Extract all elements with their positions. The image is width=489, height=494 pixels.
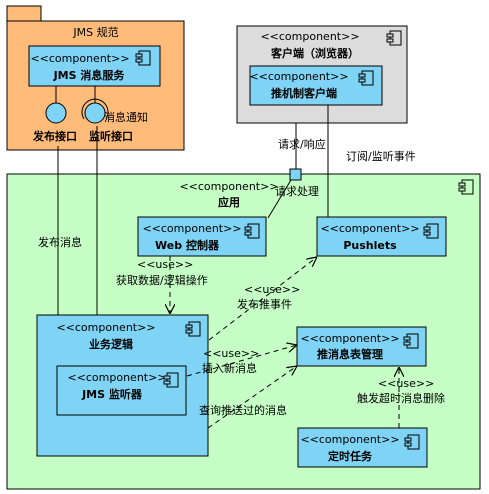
query-pushed-dependency: [207, 366, 297, 429]
publish-interface-label: 发布接口: [32, 129, 77, 143]
component-icon: [185, 321, 201, 337]
timer-task-component[interactable]: <<component>> 定时任务: [297, 427, 428, 468]
use-label: <<use>>: [378, 377, 434, 390]
listen-interface-socket: [81, 98, 109, 120]
query-pushed-label: 查询推送过的消息: [199, 403, 287, 417]
request-handle-label: 请求处理: [275, 185, 319, 198]
stereotype-label: <<component>>: [260, 30, 359, 43]
timer-task-name: 定时任务: [328, 449, 373, 463]
listen-interface-lollipop: [84, 102, 106, 124]
web-controller-component[interactable]: <<component>> Web 控制器: [137, 216, 267, 257]
stereotype-label: <<component>>: [320, 222, 419, 235]
stereotype-label: <<component>>: [67, 371, 166, 384]
insert-msg-label: 插入新消息: [202, 361, 257, 375]
subscribe-listen-label: 订阅/监听事件: [346, 150, 416, 163]
request-response-label: 请求/响应: [278, 137, 326, 151]
app-package-title: 应用: [218, 195, 240, 209]
get-data-label: 获取数据/逻辑操作: [116, 273, 208, 287]
pushlets-name: Pushlets: [343, 239, 397, 252]
component-icon: [386, 30, 402, 46]
stereotype-label: <<component>>: [30, 52, 129, 65]
business-logic-name: 业务逻辑: [89, 337, 133, 351]
jms-listener-name: JMS 监听器: [81, 387, 143, 401]
use-label: <<use>>: [203, 347, 259, 360]
push-msg-mgmt-name: 推消息表管理: [317, 347, 383, 361]
push-msg-mgmt-component[interactable]: <<component>> 推消息表管理: [296, 326, 427, 367]
stereotype-label: <<component>>: [142, 222, 241, 235]
component-icon: [458, 179, 474, 195]
stereotype-label: <<component>>: [249, 70, 348, 83]
publish-push-label: 发布推事件: [237, 297, 292, 311]
trigger-delete-label: 触发超时消息删除: [357, 391, 445, 405]
component-icon: [135, 50, 151, 66]
jms-service-name: JMS 消息服务: [53, 68, 126, 82]
stereotype-label: <<component>>: [300, 433, 399, 446]
msg-notify-label: 消息通知: [104, 110, 148, 124]
client-name: 客户端（浏览器）: [270, 46, 359, 60]
stereotype-label: <<component>>: [300, 332, 399, 345]
component-icon: [163, 372, 179, 388]
jms-listener-component[interactable]: <<component>> JMS 监听器: [56, 365, 187, 416]
use-label: <<use>>: [137, 258, 193, 271]
jms-service-component[interactable]: <<component>> JMS 消息服务: [28, 45, 161, 87]
use-label: <<use>>: [244, 283, 300, 296]
listen-interface-label: 监听接口: [89, 129, 133, 143]
request-handle-link: [267, 179, 292, 219]
component-icon: [244, 223, 260, 239]
publish-msg-label: 发布消息: [38, 235, 82, 249]
publish-interface-lollipop: [45, 102, 67, 124]
jms-package-title: JMS 规范: [72, 25, 118, 39]
stereotype-label: <<component>>: [179, 180, 278, 193]
stereotype-label: <<component>>: [56, 321, 155, 334]
push-client-component[interactable]: <<component>> 推机制客户端: [249, 65, 383, 106]
insert-msg-dependency: [186, 345, 297, 377]
component-icon: [403, 333, 419, 349]
app-port: [289, 168, 302, 181]
web-controller-name: Web 控制器: [155, 238, 220, 252]
push-client-name: 推机制客户端: [271, 86, 337, 100]
component-icon: [404, 434, 420, 450]
publish-push-dependency: [208, 257, 317, 341]
pushlets-component[interactable]: <<component>> Pushlets: [316, 216, 447, 257]
component-icon: [423, 223, 439, 239]
component-icon: [358, 70, 374, 86]
